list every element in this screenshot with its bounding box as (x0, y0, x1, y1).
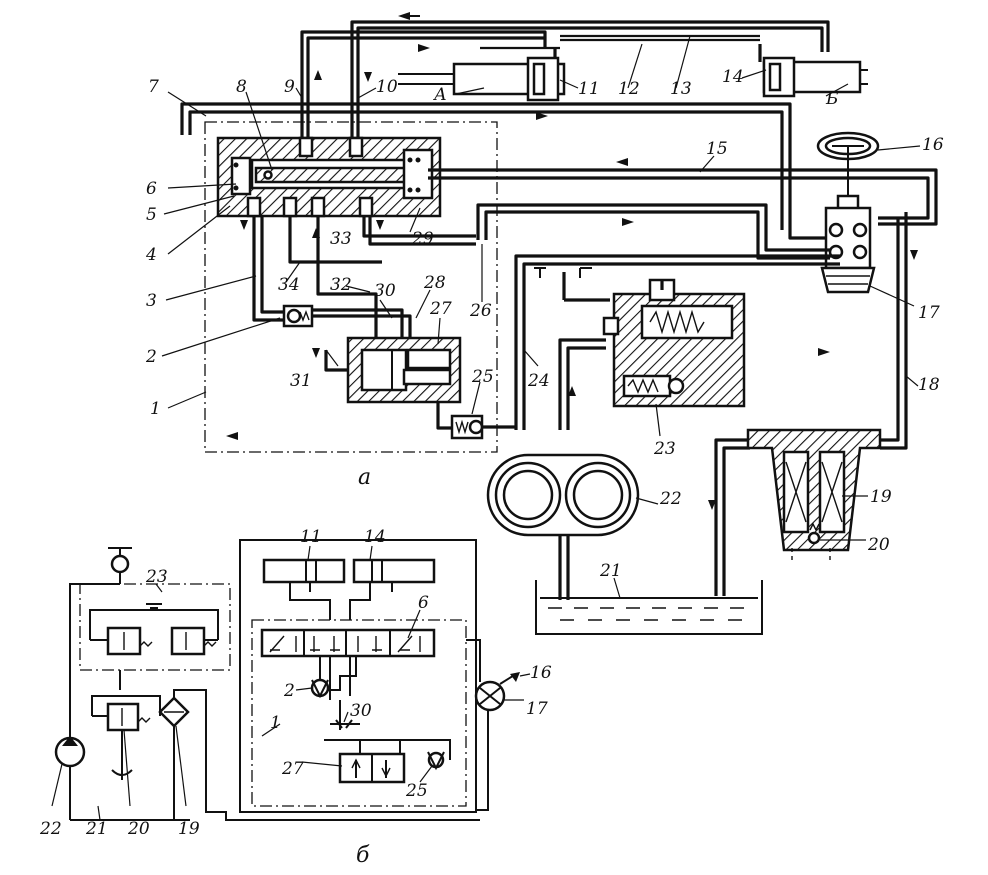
label-21: 21 (599, 561, 622, 581)
label-11-b: 11 (300, 527, 322, 547)
label-28: 28 (423, 273, 446, 293)
subfigure-label-b: б (356, 843, 370, 868)
label-14: 14 (722, 67, 744, 87)
label-19: 19 (870, 487, 892, 507)
label-22-b: 22 (39, 819, 62, 839)
figure-a: 7 8 9 10 А 11 12 13 14 Б 15 16 6 5 4 3 2… (145, 12, 944, 635)
label-cyl-A: А (433, 85, 447, 105)
cylinder-11 (398, 56, 566, 102)
cylinder-27 (346, 336, 462, 404)
label-13: 13 (670, 79, 692, 99)
label-10: 10 (376, 77, 398, 97)
cylinder-11-b (262, 558, 346, 584)
check-valve-25 (450, 414, 484, 440)
label-22: 22 (659, 489, 682, 509)
distributor-6-b (260, 628, 436, 658)
label-7: 7 (148, 77, 159, 97)
label-15: 15 (706, 139, 728, 159)
label-4: 4 (145, 245, 157, 265)
cylinder-14-b (352, 558, 436, 584)
label-25-b: 25 (405, 781, 428, 801)
steering-valve-17-b (474, 672, 520, 712)
label-17: 17 (918, 303, 940, 323)
label-6: 6 (146, 179, 157, 199)
label-32: 32 (330, 275, 352, 295)
label-cyl-B: Б (825, 89, 839, 109)
leader-lines-b (51, 545, 531, 821)
label-34: 34 (278, 275, 300, 295)
valve-23-b (89, 603, 219, 656)
label-31: 31 (290, 371, 312, 391)
label-23-b: 23 (145, 567, 168, 587)
pump-22 (486, 453, 640, 537)
valve-23 (602, 278, 746, 408)
label-16: 16 (922, 135, 944, 155)
label-12: 12 (618, 79, 640, 99)
label-30: 30 (374, 281, 396, 301)
unit-1-boundary (204, 121, 498, 453)
unit-1-boundary-b (251, 619, 467, 807)
label-33: 33 (330, 229, 352, 249)
valve-27-b (338, 752, 406, 784)
label-2: 2 (145, 347, 157, 367)
distributor-housing (216, 136, 442, 218)
check-valve-2 (282, 304, 314, 328)
leader-lines (161, 35, 921, 599)
label-2-b: 2 (283, 681, 295, 701)
filter-19-b (158, 696, 190, 728)
label-14-b: 14 (364, 527, 386, 547)
valve-20-b (91, 695, 161, 732)
label-3: 3 (146, 291, 157, 311)
label-6-b: 6 (418, 593, 429, 613)
steering-wheel (816, 131, 880, 212)
label-19-b: 19 (178, 819, 200, 839)
subfigure-label-a: а (358, 465, 371, 490)
label-5: 5 (146, 205, 157, 225)
label-1: 1 (150, 399, 161, 419)
label-11: 11 (578, 79, 600, 99)
label-1-b: 1 (270, 713, 281, 733)
label-20-b: 20 (127, 819, 150, 839)
label-23: 23 (653, 439, 676, 459)
filter-19 (746, 428, 882, 560)
steering-valve-17 (820, 206, 876, 294)
tank-21 (535, 580, 763, 635)
pump-22-b (54, 736, 86, 768)
figure-b: 11 14 6 2 30 1 27 25 16 17 23 22 21 20 1… (39, 527, 552, 868)
label-17-b: 17 (526, 699, 548, 719)
spring-marks (233, 157, 421, 193)
label-16-b: 16 (530, 663, 552, 683)
label-29: 29 (411, 229, 434, 249)
top-valve-b (108, 547, 132, 584)
label-27-b: 27 (281, 759, 304, 779)
label-26: 26 (469, 301, 492, 321)
flow-arrows (226, 12, 918, 510)
label-24: 24 (527, 371, 550, 391)
label-30-b: 30 (350, 701, 372, 721)
label-27: 27 (429, 299, 452, 319)
label-21-b: 21 (85, 819, 108, 839)
check-valve-2-b (310, 678, 330, 699)
label-25: 25 (471, 367, 494, 387)
label-20: 20 (867, 535, 890, 555)
label-9: 9 (284, 77, 295, 97)
label-8: 8 (236, 77, 247, 97)
label-18: 18 (918, 375, 940, 395)
check-valve-25-b (427, 751, 445, 771)
block-23-b (79, 583, 231, 671)
cylinder-14 (762, 56, 868, 98)
